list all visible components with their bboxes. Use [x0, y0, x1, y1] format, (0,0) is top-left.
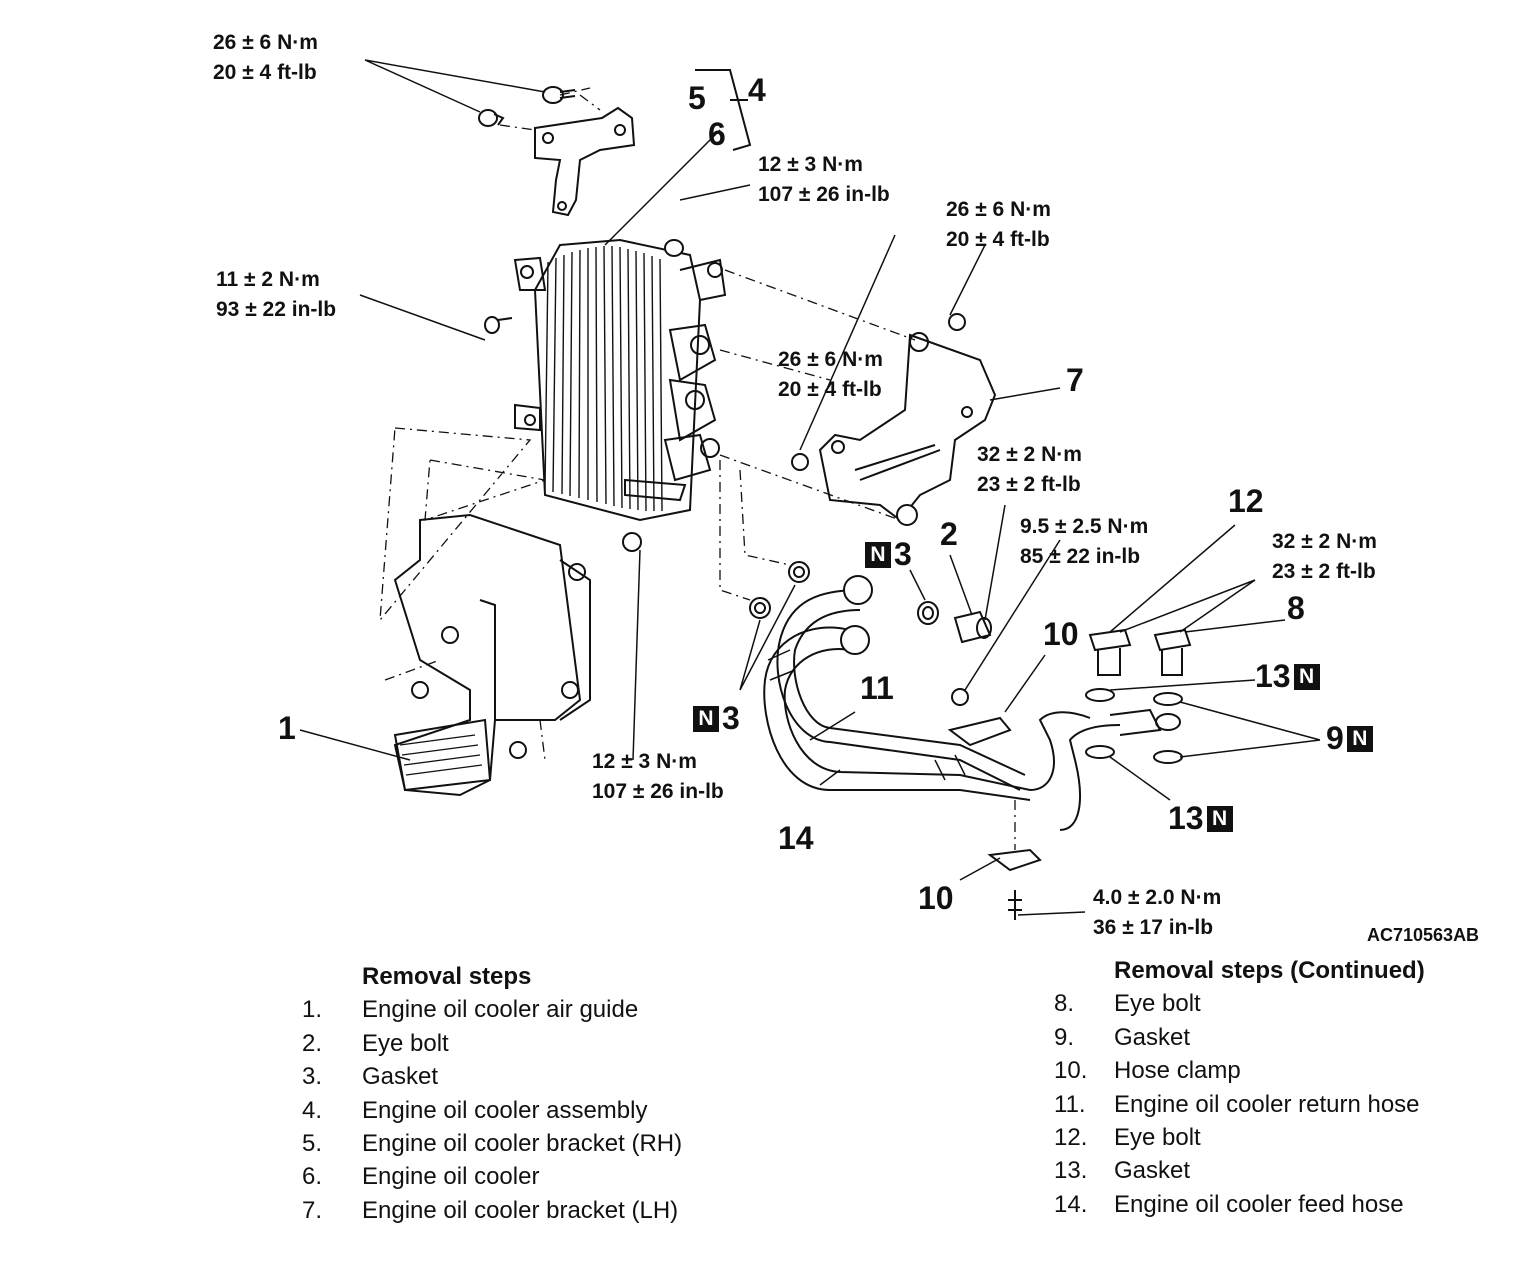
list-item: 11.Engine oil cooler return hose	[1054, 1090, 1420, 1118]
callout-8: 8	[1287, 590, 1305, 626]
callout-10-lower: 10	[918, 880, 954, 916]
removal-steps-left: Removal steps 1.Engine oil cooler air gu…	[302, 960, 682, 1227]
eye-bolt-8	[1153, 628, 1192, 676]
new-part-badge: N	[865, 542, 891, 568]
list-item: 6.Engine oil cooler	[302, 1163, 540, 1191]
list-item: 12.Eye bolt	[1054, 1124, 1201, 1152]
removal-steps-continued-title: Removal steps (Continued)	[1114, 957, 1425, 984]
new-part-badge: N	[1206, 806, 1233, 832]
list-item: 13.Gasket	[1054, 1157, 1191, 1185]
list-item: 8.Eye bolt	[1054, 990, 1201, 1018]
engine-oil-cooler-air-guide	[393, 513, 591, 797]
air-guide-bolt	[411, 681, 527, 759]
callout-10-upper: 10	[1043, 616, 1079, 652]
callout-5: 5	[688, 80, 706, 116]
list-item: 4.Engine oil cooler assembly	[302, 1096, 648, 1124]
engine-oil-cooler-feed-hose	[763, 626, 1181, 831]
engine-oil-cooler	[513, 238, 727, 522]
list-item: 2.Eye bolt	[302, 1029, 449, 1057]
cooler-bolt-left	[484, 316, 513, 334]
list-item: 5.Engine oil cooler bracket (RH)	[302, 1130, 683, 1158]
figure-code: AC710563AB	[1367, 925, 1480, 945]
cooler-bolt-bottom	[622, 532, 642, 552]
eye-bolt-12	[1088, 628, 1132, 676]
new-part-badge: N	[693, 706, 719, 732]
oil-cooler-bracket-rh	[534, 106, 636, 217]
list-item: 7.Engine oil cooler bracket (LH)	[302, 1196, 679, 1224]
callout-4: 4	[748, 72, 766, 108]
removal-steps-right: Removal steps (Continued) 8.Eye bolt 9.G…	[1054, 954, 1425, 1221]
callout-12: 12	[1228, 483, 1264, 519]
cooler-bolt-top	[664, 239, 684, 257]
list-item: 3.Gasket	[302, 1063, 439, 1091]
lh-bracket-bolt	[791, 313, 966, 526]
removal-steps-title: Removal steps	[362, 963, 532, 990]
gasket-13-9	[1085, 688, 1183, 764]
callout-14: 14	[778, 820, 814, 856]
exploded-parts-diagram	[299, 59, 1321, 920]
new-part-badge: N	[1346, 726, 1373, 752]
callout-6: 6	[708, 116, 726, 152]
list-item: 9.Gasket	[1054, 1023, 1191, 1051]
callout-1: 1	[278, 710, 296, 746]
callout-11: 11	[860, 670, 894, 706]
list-item: 1.Engine oil cooler air guide	[302, 996, 639, 1024]
list-item: 10.Hose clamp	[1054, 1057, 1241, 1085]
gasket	[749, 561, 939, 625]
list-item: 14.Engine oil cooler feed hose	[1054, 1190, 1404, 1218]
hose-clamp	[947, 688, 1042, 920]
callout-7: 7	[1066, 362, 1084, 398]
callout-2: 2	[940, 516, 958, 552]
bracket-bolt-left	[478, 109, 505, 127]
new-part-badge: N	[1293, 664, 1320, 690]
bracket-bolt-top	[542, 86, 576, 104]
